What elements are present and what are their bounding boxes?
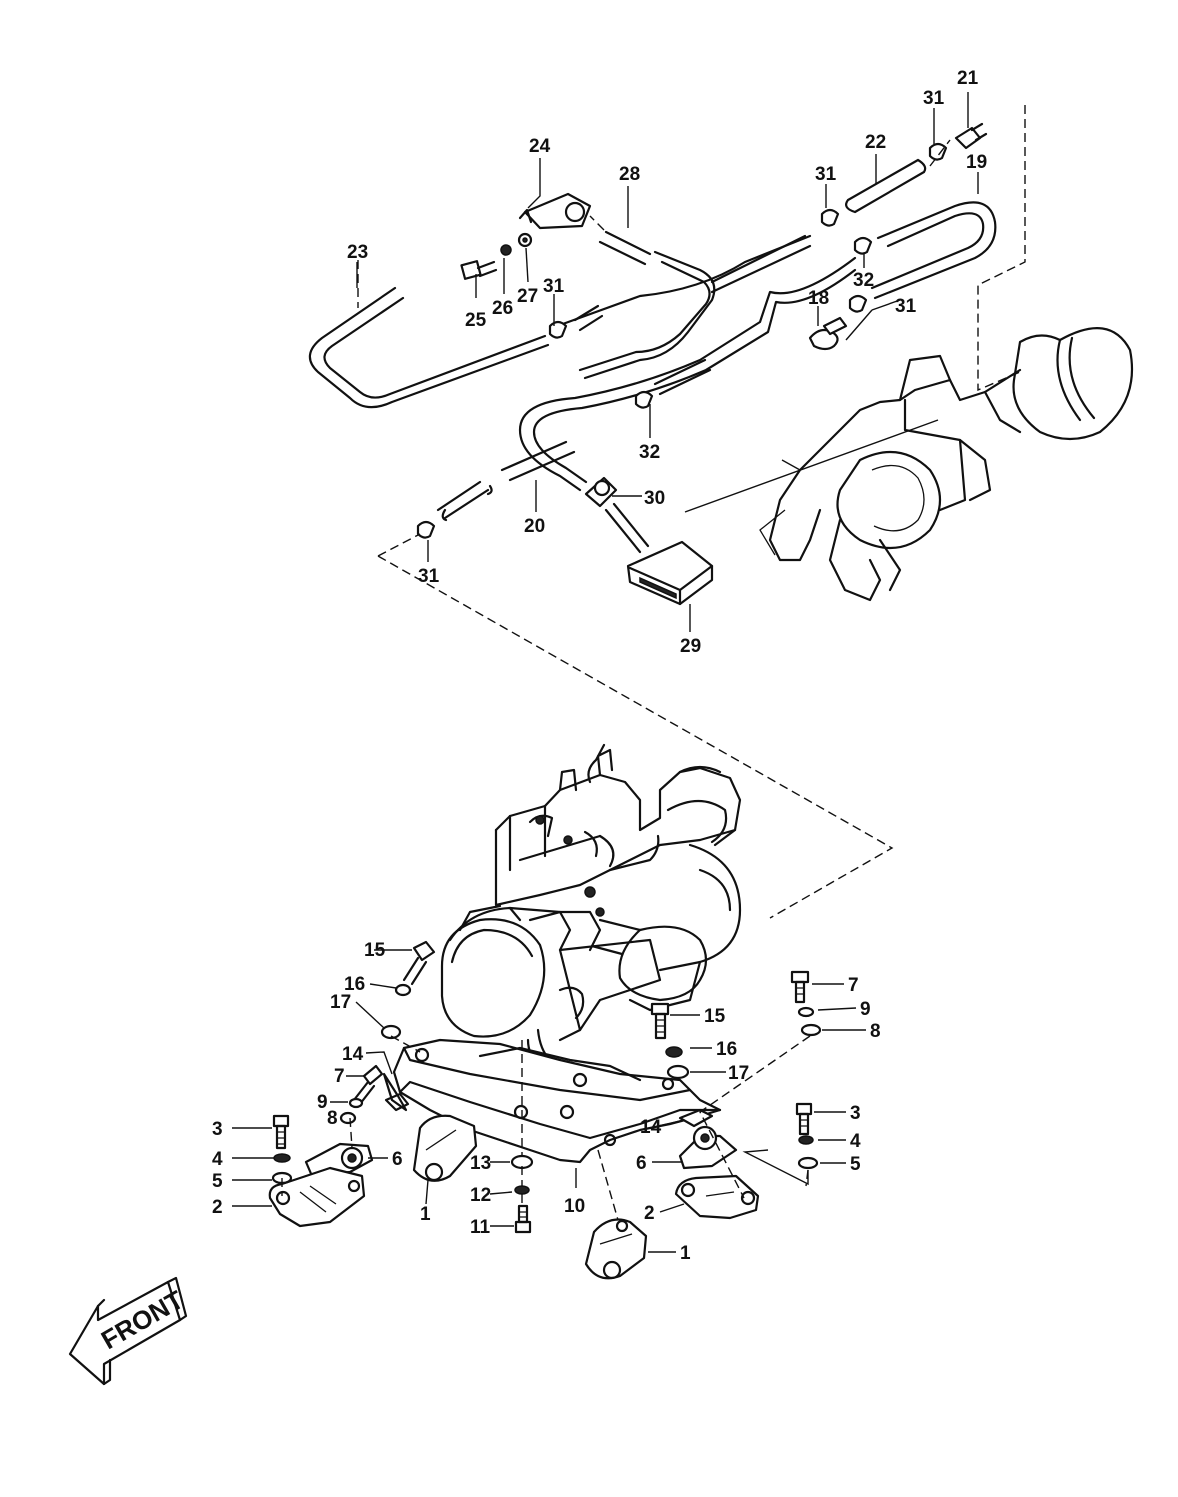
callout-2: 2 <box>212 1197 223 1218</box>
callout-15: 15 <box>364 940 386 961</box>
callout-8: 8 <box>870 1021 881 1042</box>
callout-16: 16 <box>716 1039 737 1060</box>
callout-7: 7 <box>334 1066 345 1087</box>
callout-1: 1 <box>420 1204 431 1225</box>
callout-31: 31 <box>895 296 917 317</box>
pipe-main <box>710 234 812 294</box>
rubber-mount-1-right <box>584 1218 648 1280</box>
callout-29: 29 <box>680 636 701 657</box>
rubber-mount-1-left <box>412 1114 478 1182</box>
fitting-21 <box>954 122 988 150</box>
hose-19 <box>870 201 997 300</box>
callout-9: 9 <box>860 999 871 1020</box>
front-direction-arrow: FRONT <box>68 1276 189 1386</box>
hose-28 <box>583 230 716 380</box>
callout-3: 3 <box>850 1103 861 1124</box>
hose-23 <box>308 286 550 409</box>
callout-30: 30 <box>644 488 665 509</box>
exploded-leaders-lower <box>281 1035 811 1221</box>
cooling-hose-assembly <box>308 158 997 522</box>
callout-24: 24 <box>529 136 551 157</box>
exploded-leaders-upper <box>357 139 951 308</box>
callout-14: 14 <box>640 1117 662 1138</box>
callout-25: 25 <box>465 310 487 331</box>
callout-3: 3 <box>212 1119 223 1140</box>
filter-29 <box>626 540 714 606</box>
callout-31: 31 <box>418 566 440 587</box>
callout-numbers: 23 25 26 27 31 24 28 22 31 21 19 31 32 1… <box>212 68 987 1264</box>
callout-19: 19 <box>966 152 987 173</box>
fitting-30 <box>584 476 650 554</box>
callout-leaders <box>232 92 979 1253</box>
bolt-25 <box>460 232 533 280</box>
callout-27: 27 <box>517 286 538 307</box>
callout-5: 5 <box>850 1154 861 1175</box>
callout-21: 21 <box>957 68 979 89</box>
fitting-18 <box>808 316 848 351</box>
callout-17: 17 <box>728 1063 749 1084</box>
callout-31: 31 <box>815 164 837 185</box>
hose-22 <box>845 158 927 214</box>
callout-31: 31 <box>923 88 945 109</box>
callout-22: 22 <box>865 132 886 153</box>
callout-15: 15 <box>704 1006 726 1027</box>
mount-base-2-left <box>268 1166 366 1228</box>
engine-mount-6-right <box>678 1125 738 1170</box>
callout-4: 4 <box>850 1131 861 1152</box>
callout-13: 13 <box>470 1153 491 1174</box>
hose-short-left <box>436 480 493 522</box>
callout-31: 31 <box>543 276 565 297</box>
mount-base-2-right <box>674 1174 760 1220</box>
jet-pump-unit <box>759 327 1134 602</box>
callout-32: 32 <box>853 270 874 291</box>
callout-32: 32 <box>639 442 660 463</box>
callout-9: 9 <box>317 1092 328 1113</box>
callout-2: 2 <box>644 1203 655 1224</box>
callout-12: 12 <box>470 1185 491 1206</box>
callout-4: 4 <box>212 1149 223 1170</box>
callout-7: 7 <box>848 975 859 996</box>
callout-6: 6 <box>392 1149 403 1170</box>
callout-5: 5 <box>212 1171 223 1192</box>
callout-20: 20 <box>524 516 545 537</box>
callout-26: 26 <box>492 298 513 319</box>
hose-clamps <box>416 142 948 539</box>
callout-1: 1 <box>680 1243 691 1264</box>
callout-28: 28 <box>619 164 640 185</box>
callout-11: 11 <box>470 1217 491 1238</box>
callout-16: 16 <box>344 974 365 995</box>
hardware-right-stack <box>650 970 822 1170</box>
callout-14: 14 <box>342 1044 364 1065</box>
callout-17: 17 <box>330 992 351 1013</box>
group-outline-upper <box>377 105 1026 919</box>
callout-18: 18 <box>808 288 829 309</box>
engine-mount-6-left <box>304 1142 374 1178</box>
bracket-14-left <box>382 1072 408 1112</box>
connector-24 <box>518 192 592 230</box>
engine-block <box>440 743 742 1066</box>
callout-8: 8 <box>327 1108 338 1129</box>
callout-23: 23 <box>347 242 368 263</box>
callout-10: 10 <box>564 1196 585 1217</box>
callout-6: 6 <box>636 1153 647 1174</box>
hose-20 <box>518 256 857 492</box>
